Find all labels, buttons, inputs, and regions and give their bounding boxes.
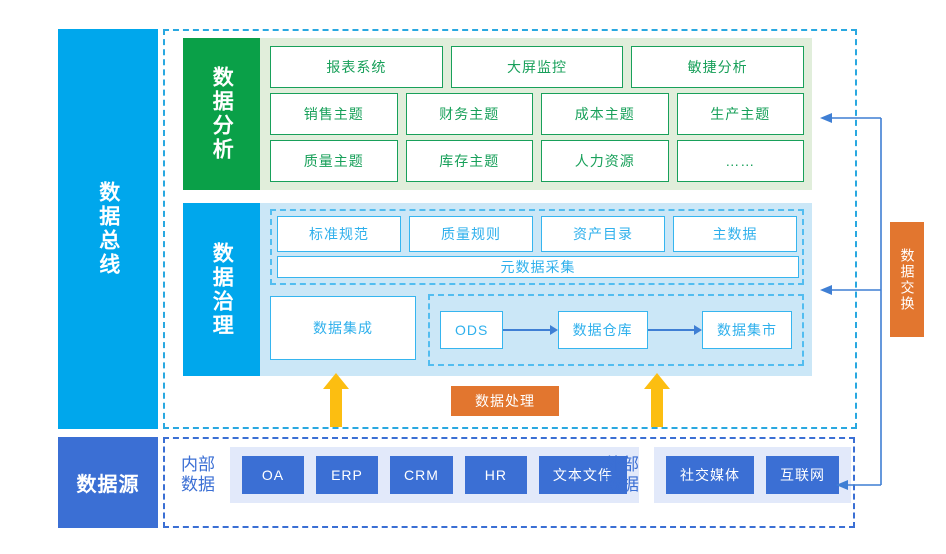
governance-pipeline-row: 数据集成 ODS 数据仓库 数据集市 [270, 294, 804, 368]
internal-data-label: 内部数据 [181, 455, 215, 494]
analysis-item-quality-topic[interactable]: 质量主题 [270, 140, 398, 182]
data-governance-content: 标准规范 质量规则 资产目录 主数据 元数据采集 数据集成 ODS 数据仓库 数… [260, 203, 812, 376]
governance-item-data-integration[interactable]: 数据集成 [270, 296, 416, 360]
external-data-strip: 社交媒体 互联网 [654, 447, 851, 503]
governance-item-master-data[interactable]: 主数据 [673, 216, 797, 252]
governance-item-metadata-collection[interactable]: 元数据采集 [277, 256, 799, 278]
analysis-item-cost-topic[interactable]: 成本主题 [541, 93, 669, 135]
data-analysis-header: 数据分析 [183, 38, 260, 190]
data-exchange-chip: 数据交换 [890, 222, 924, 337]
source-item-oa[interactable]: OA [242, 456, 304, 494]
internal-data-group: 内部数据 OA ERP CRM HR 文本文件 [176, 447, 639, 503]
external-data-group: 外部数据 社交媒体 互联网 [600, 447, 851, 503]
analysis-item-agile-analysis[interactable]: 敏捷分析 [631, 46, 805, 88]
data-bus-rail: 数据总线 [58, 29, 158, 429]
data-bus-label: 数据总线 [96, 181, 120, 277]
source-item-erp[interactable]: ERP [316, 456, 378, 494]
external-data-label: 外部数据 [605, 455, 639, 494]
flow-item-data-warehouse[interactable]: 数据仓库 [557, 311, 648, 349]
data-source-rail-label: 数据源 [76, 474, 140, 496]
data-analysis-content: 报表系统 大屏监控 敏捷分析 销售主题 财务主题 成本主题 生产主题 质量主题 … [260, 38, 812, 190]
source-item-hr[interactable]: HR [464, 456, 527, 494]
analysis-item-dashboard-monitor[interactable]: 大屏监控 [450, 46, 624, 88]
analysis-row-3: 质量主题 库存主题 人力资源 …… [270, 140, 804, 182]
data-source-rail: 数据源 [58, 437, 158, 528]
flow-item-ods[interactable]: ODS [440, 311, 504, 349]
analysis-item-report-system[interactable]: 报表系统 [270, 46, 443, 88]
data-analysis-header-label: 数据分析 [210, 66, 234, 162]
source-item-text-file[interactable]: 文本文件 [538, 456, 627, 494]
governance-item-asset-catalog[interactable]: 资产目录 [541, 216, 665, 252]
analysis-item-human-resources[interactable]: 人力资源 [541, 140, 669, 182]
data-governance-band: 数据治理 标准规范 质量规则 资产目录 主数据 元数据采集 数据集成 ODS 数… [183, 203, 812, 376]
source-item-social-media[interactable]: 社交媒体 [666, 456, 754, 494]
analysis-item-finance-topic[interactable]: 财务主题 [405, 93, 533, 135]
analysis-item-more[interactable]: …… [676, 140, 804, 182]
data-governance-header-label: 数据治理 [210, 241, 234, 338]
governance-rules-row: 标准规范 质量规则 资产目录 主数据 [277, 216, 797, 252]
analysis-row-2: 销售主题 财务主题 成本主题 生产主题 [270, 93, 804, 135]
internal-data-strip: OA ERP CRM HR 文本文件 [230, 447, 639, 503]
governance-item-standard-spec[interactable]: 标准规范 [277, 216, 401, 252]
flow-arrow-warehouse-to-mart [647, 325, 703, 335]
source-item-crm[interactable]: CRM [390, 456, 453, 494]
analysis-item-sales-topic[interactable]: 销售主题 [270, 93, 398, 135]
warehouse-flow-container: ODS 数据仓库 数据集市 [428, 294, 804, 366]
data-analysis-band: 数据分析 报表系统 大屏监控 敏捷分析 销售主题 财务主题 成本主题 生产主题 … [183, 38, 812, 190]
data-processing-chip: 数据处理 [451, 386, 559, 416]
analysis-row-1: 报表系统 大屏监控 敏捷分析 [270, 46, 805, 88]
governance-item-quality-rules[interactable]: 质量规则 [409, 216, 533, 252]
source-item-internet[interactable]: 互联网 [766, 456, 839, 494]
flow-item-data-mart[interactable]: 数据集市 [702, 311, 792, 349]
data-exchange-label: 数据交换 [899, 247, 916, 312]
analysis-item-production-topic[interactable]: 生产主题 [676, 93, 804, 135]
data-governance-header: 数据治理 [183, 203, 260, 376]
governance-rules-container: 标准规范 质量规则 资产目录 主数据 元数据采集 [270, 209, 804, 285]
analysis-item-inventory-topic[interactable]: 库存主题 [405, 140, 533, 182]
flow-arrow-ods-to-warehouse [503, 325, 559, 335]
